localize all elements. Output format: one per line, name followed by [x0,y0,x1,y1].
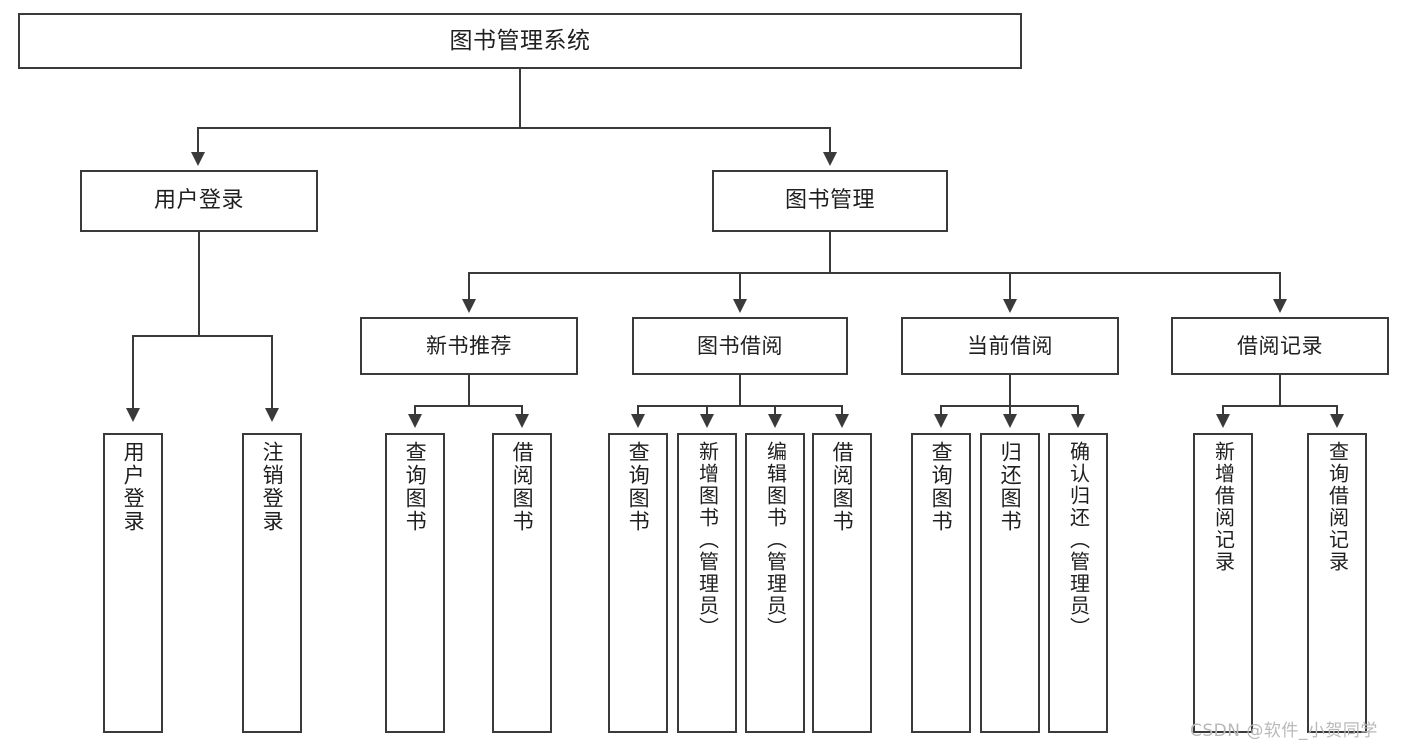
arrow-br-to-leaf-1 [1330,414,1344,428]
node-label: 图书借阅 [697,334,783,358]
arrow-br-to-leaf-0 [1216,414,1230,428]
node-label: 查询图书 [927,441,955,533]
leaf-current-borrow-1[interactable]: 归还图书 [980,433,1040,733]
arrow-bm-to-level3-2 [1003,299,1017,313]
leaf-new-book-0[interactable]: 查询图书 [385,433,445,733]
node-label: 用户登录 [119,441,147,533]
node-label: 图书管理系统 [450,28,591,54]
node-user-login[interactable]: 用户登录 [80,170,318,232]
node-label: 查询借阅记录 [1324,441,1351,573]
node-new-book-recommend[interactable]: 新书推荐 [360,317,578,375]
arrow-bb-to-leaf-0 [631,414,645,428]
leaf-current-borrow-0[interactable]: 查询图书 [911,433,971,733]
connector-borrow-record-bar [1223,405,1337,407]
node-label: 用户登录 [154,188,244,213]
connector-book-management-bar [469,272,1281,274]
node-book-management[interactable]: 图书管理 [712,170,948,232]
arrow-bm-to-level3-3 [1273,299,1287,313]
connector-user-login-bar [133,335,273,337]
connector-user-login-trunk [198,232,200,336]
node-borrow-record[interactable]: 借阅记录 [1171,317,1389,375]
arrow-cb-to-leaf-1 [1003,414,1017,428]
connector-new-book-bar [415,405,523,407]
connector-root-to-user-login [197,127,199,155]
node-label: 查询图书 [624,441,652,533]
connector-bm-to-level3-2 [1009,272,1011,302]
leaf-new-book-1[interactable]: 借阅图书 [492,433,552,733]
leaf-borrow-record-0[interactable]: 新增借阅记录 [1193,433,1253,733]
arrow-root-to-book-management [823,152,837,166]
arrow-nb-to-leaf-1 [515,414,529,428]
connector-root-trunk [519,69,521,128]
connector-bm-to-level3-3 [1279,272,1281,302]
connector-bm-to-level3-1 [739,272,741,302]
connector-new-book-trunk [468,375,470,406]
connector-user-login-to-leaf-1 [271,335,273,411]
node-label: 新增借阅记录 [1210,441,1237,573]
arrow-bb-to-leaf-3 [835,414,849,428]
arrow-cb-to-leaf-2 [1071,414,1085,428]
connector-bm-to-level3-0 [468,272,470,302]
node-label: 注销登录 [258,441,286,533]
connector-root-bar [198,127,831,129]
node-root-book-management-system[interactable]: 图书管理系统 [18,13,1022,69]
connector-book-management-trunk [829,232,831,273]
arrow-user-login-to-leaf-1 [265,408,279,422]
leaf-borrow-record-1[interactable]: 查询借阅记录 [1307,433,1367,733]
node-label: 确认归还（管理员） [1065,441,1092,639]
leaf-user-login-1[interactable]: 注销登录 [242,433,302,733]
node-current-borrow[interactable]: 当前借阅 [901,317,1119,375]
connector-borrow-record-trunk [1279,375,1281,406]
arrow-bb-to-leaf-2 [768,414,782,428]
node-label: 借阅记录 [1237,334,1323,358]
leaf-book-borrow-0[interactable]: 查询图书 [608,433,668,733]
arrow-cb-to-leaf-0 [934,414,948,428]
leaf-current-borrow-2[interactable]: 确认归还（管理员） [1048,433,1108,733]
node-label: 新增图书（管理员） [694,441,721,639]
connector-user-login-to-leaf-0 [132,335,134,411]
leaf-book-borrow-2[interactable]: 编辑图书（管理员） [745,433,805,733]
arrow-bb-to-leaf-1 [700,414,714,428]
node-label: 图书管理 [785,188,875,213]
connector-book-borrow-trunk [739,375,741,406]
node-label: 借阅图书 [508,441,536,533]
leaf-user-login-0[interactable]: 用户登录 [103,433,163,733]
arrow-root-to-user-login [191,152,205,166]
node-label: 归还图书 [996,441,1024,533]
leaf-book-borrow-1[interactable]: 新增图书（管理员） [677,433,737,733]
node-label: 查询图书 [401,441,429,533]
node-label: 借阅图书 [828,441,856,533]
connector-book-borrow-bar [638,405,843,407]
connector-current-borrow-trunk [1009,375,1011,406]
node-label: 新书推荐 [426,334,512,358]
node-label: 当前借阅 [967,334,1053,358]
arrow-bm-to-level3-0 [462,299,476,313]
node-book-borrow[interactable]: 图书借阅 [632,317,848,375]
arrow-nb-to-leaf-0 [408,414,422,428]
arrow-user-login-to-leaf-0 [126,408,140,422]
arrow-bm-to-level3-1 [733,299,747,313]
leaf-book-borrow-3[interactable]: 借阅图书 [812,433,872,733]
node-label: 编辑图书（管理员） [762,441,789,639]
connector-root-to-book-management [829,127,831,155]
